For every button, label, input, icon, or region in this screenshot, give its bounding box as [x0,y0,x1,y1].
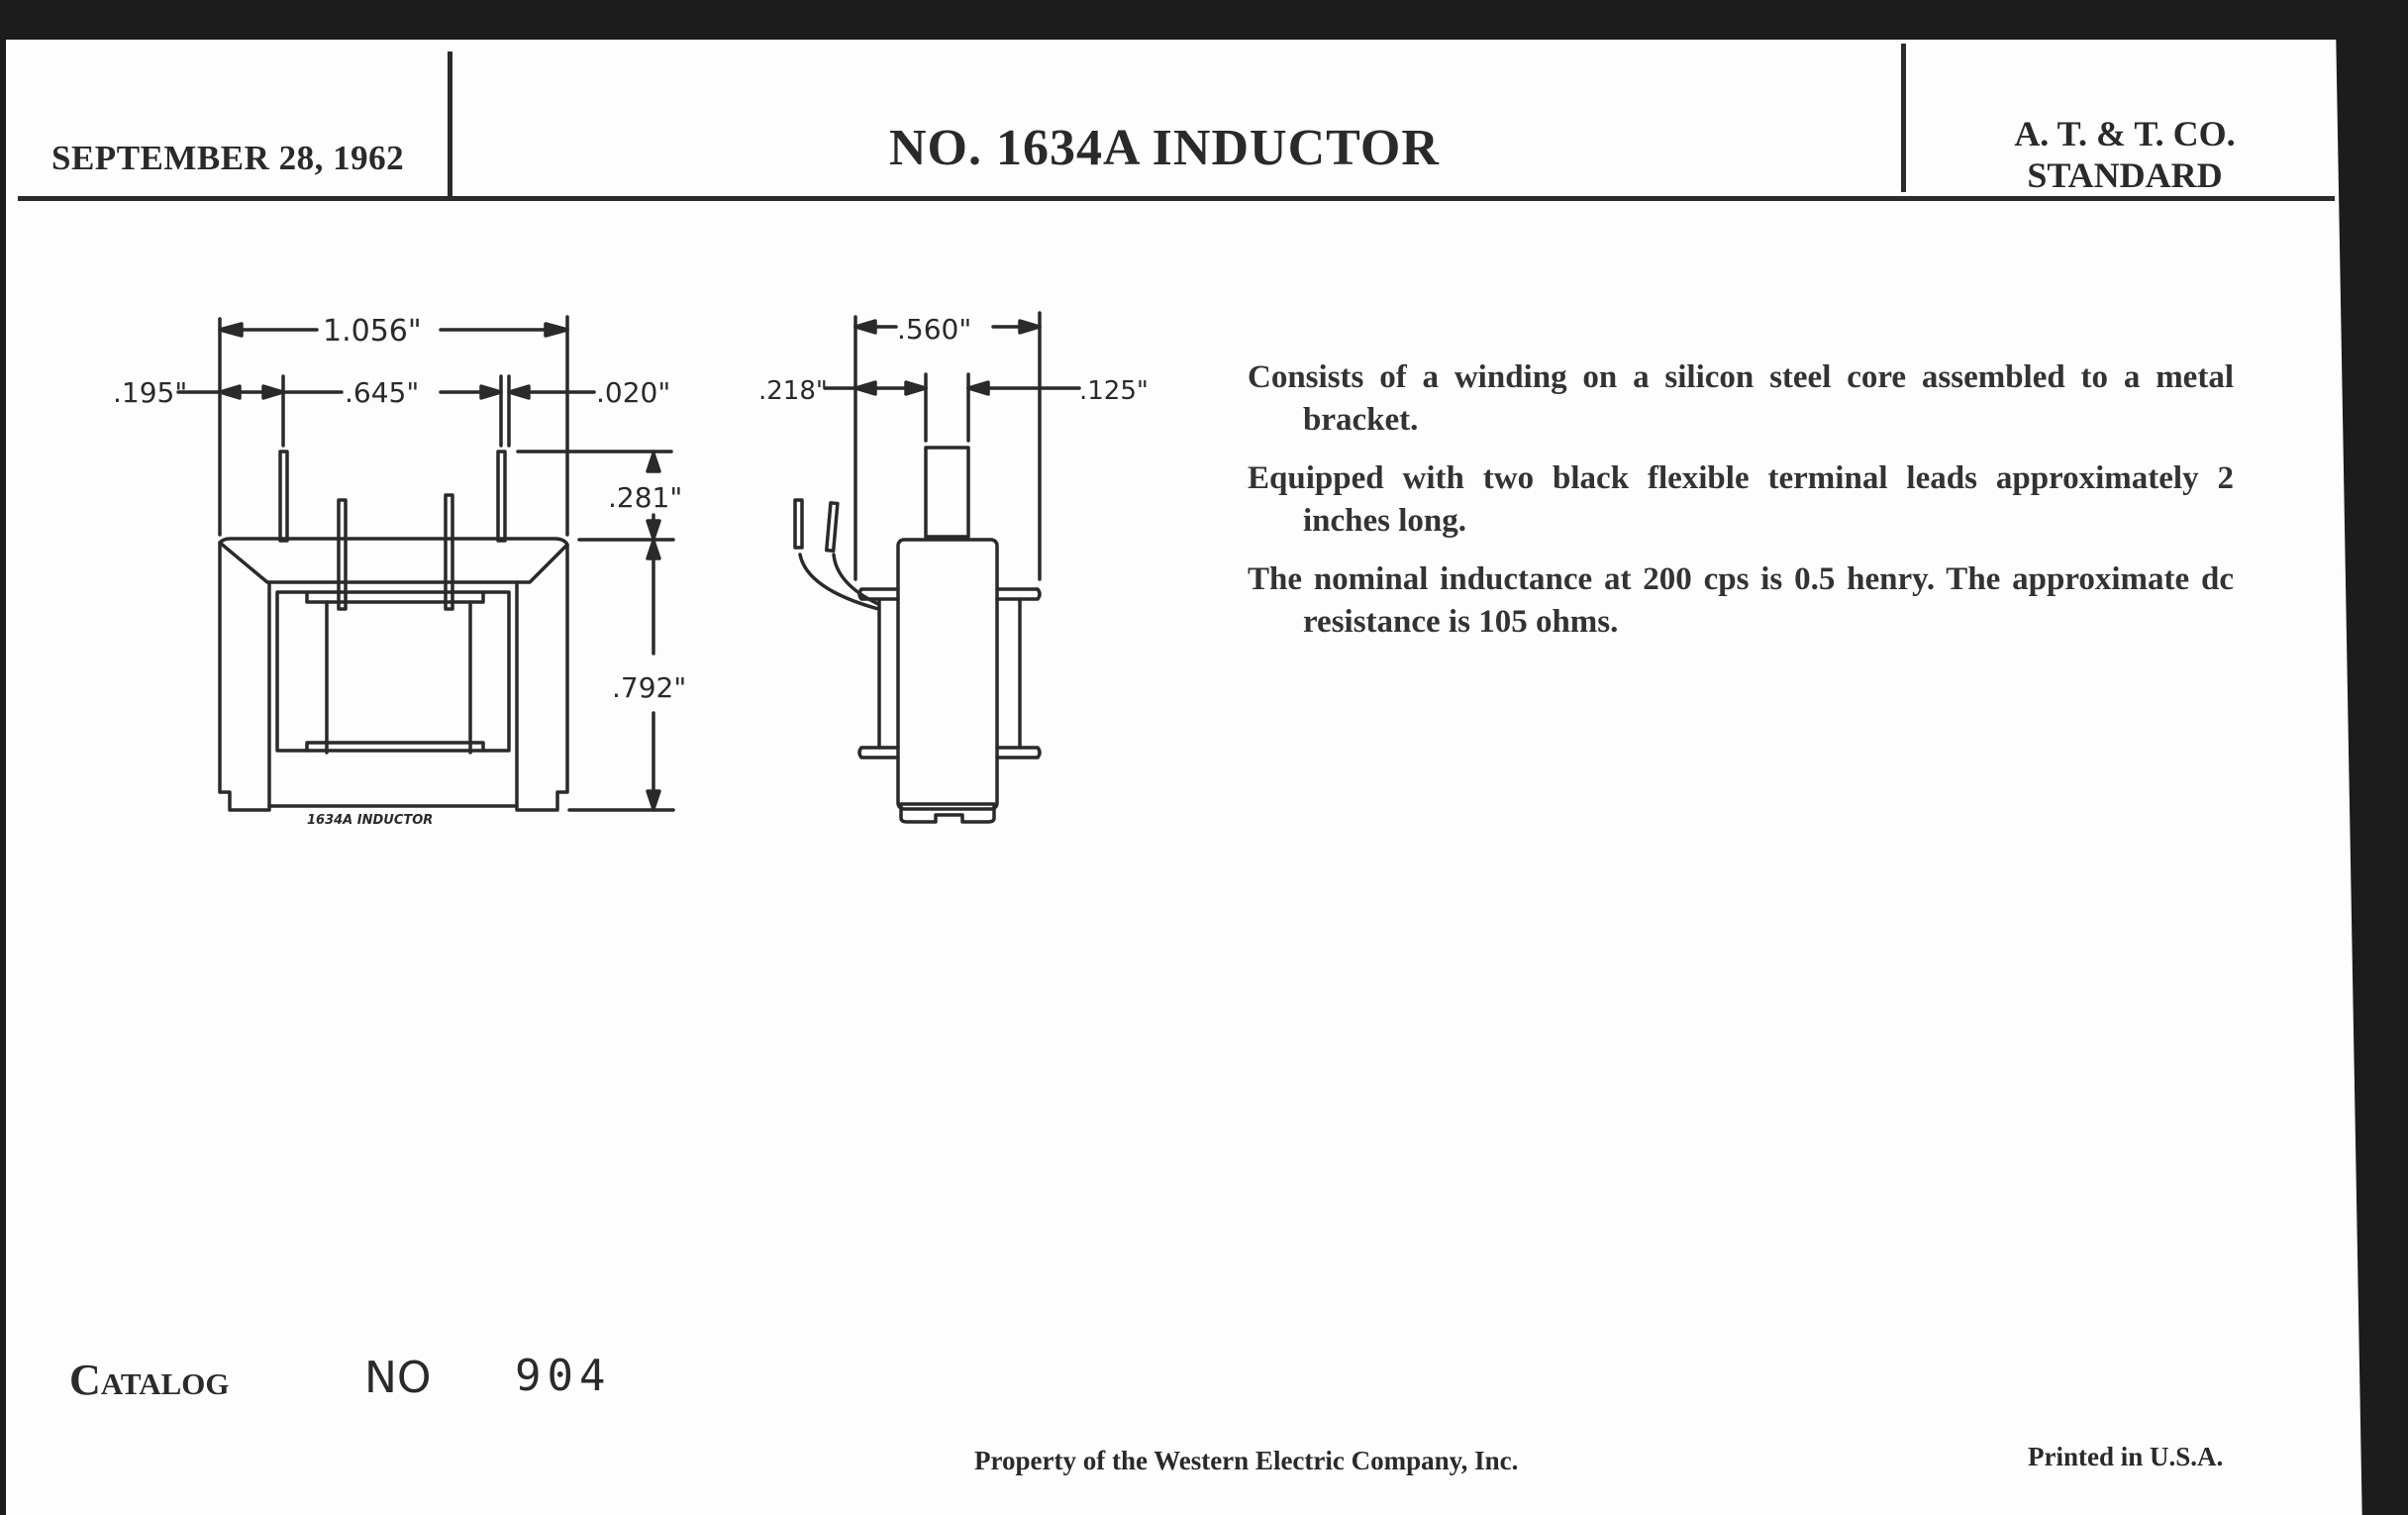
header-rule [18,196,2335,201]
dim-overall-width: 1.056" [323,314,422,349]
header-date: SEPTEMBER 28, 1962 [51,139,405,177]
catalog-label: Catalog [69,1356,230,1404]
side-view [793,311,1081,824]
dim-core-width: .125" [1079,376,1149,406]
page-title: NO. 1634A INDUCTOR [889,120,1440,176]
standard-line-1: A. T. & T. CO. [2014,114,2236,153]
header-standard: A. T. & T. CO. STANDARD [1947,113,2303,196]
header-divider-left [448,51,452,198]
footer-printed: Printed in U.S.A. [2028,1442,2224,1471]
front-view-caption: 1634A INDUCTOR [307,813,433,828]
catalog-no-label: NO [364,1353,432,1403]
footer-property: Property of the Western Electric Company… [974,1446,1519,1475]
header-divider-right [1901,44,1906,192]
dim-overall-depth: .560" [897,313,971,346]
catalog-number: 904 [515,1351,612,1401]
dim-side-left-offset: .218" [758,376,828,406]
document-card: SEPTEMBER 28, 1962 NO. 1634A INDUCTOR A.… [6,40,2362,1515]
dim-terminal-spacing: .645" [345,376,419,409]
standard-line-2: STANDARD [2027,155,2223,195]
description-paragraph: Equipped with two black flexible termina… [1248,460,2234,539]
description-paragraph: Consists of a winding on a silicon steel… [1248,359,2234,438]
description: Consists of a winding on a silicon steel… [1248,356,2234,659]
dim-terminal-height: .281" [608,481,682,514]
dim-terminal-width: .020" [596,376,670,409]
front-view [176,315,675,812]
dim-left-offset: .195" [113,376,187,409]
description-paragraph: The nominal inductance at 200 cps is 0.5… [1248,561,2234,640]
dim-body-height: .792" [612,671,686,704]
